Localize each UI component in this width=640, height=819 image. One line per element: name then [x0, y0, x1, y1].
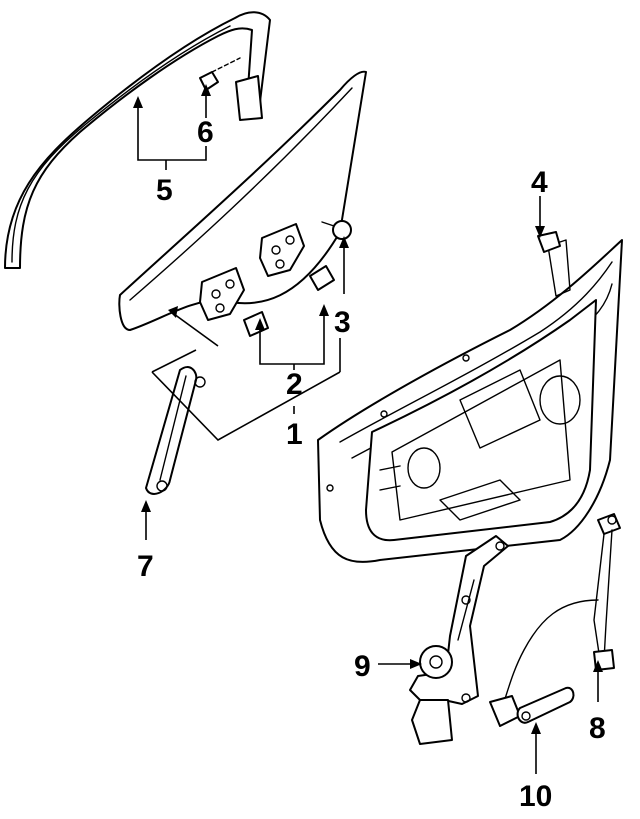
callout-8: 8	[589, 712, 606, 745]
door-top-clip	[537, 231, 561, 253]
channel-clip-left	[243, 311, 269, 337]
door-glass	[118, 70, 367, 331]
callout-1: 1	[286, 418, 303, 451]
leader-lines	[137, 92, 599, 774]
glass-clip	[199, 57, 241, 91]
leader-arrowheads	[133, 84, 603, 734]
glass-run-channel	[4, 11, 271, 269]
callout-labels: 1 2 3 4 5 6 7 8 9 10	[137, 116, 606, 813]
door-shell	[317, 239, 623, 563]
window-regulator-left	[409, 535, 509, 745]
rear-guide-channel	[145, 366, 206, 495]
callout-6: 6	[197, 116, 214, 149]
callout-4: 4	[531, 166, 548, 199]
callout-3: 3	[334, 306, 351, 339]
callout-5: 5	[156, 174, 173, 207]
channel-clip-right	[309, 265, 335, 291]
glass-stop	[321, 220, 352, 240]
callout-10: 10	[519, 780, 552, 813]
glass-bracket-lower	[199, 267, 245, 321]
regulator-handle	[516, 686, 575, 724]
glass-bracket-upper	[259, 223, 305, 277]
callout-7: 7	[137, 550, 154, 583]
callout-9: 9	[354, 650, 371, 683]
window-regulator-right	[489, 513, 621, 727]
callout-2: 2	[286, 368, 303, 401]
